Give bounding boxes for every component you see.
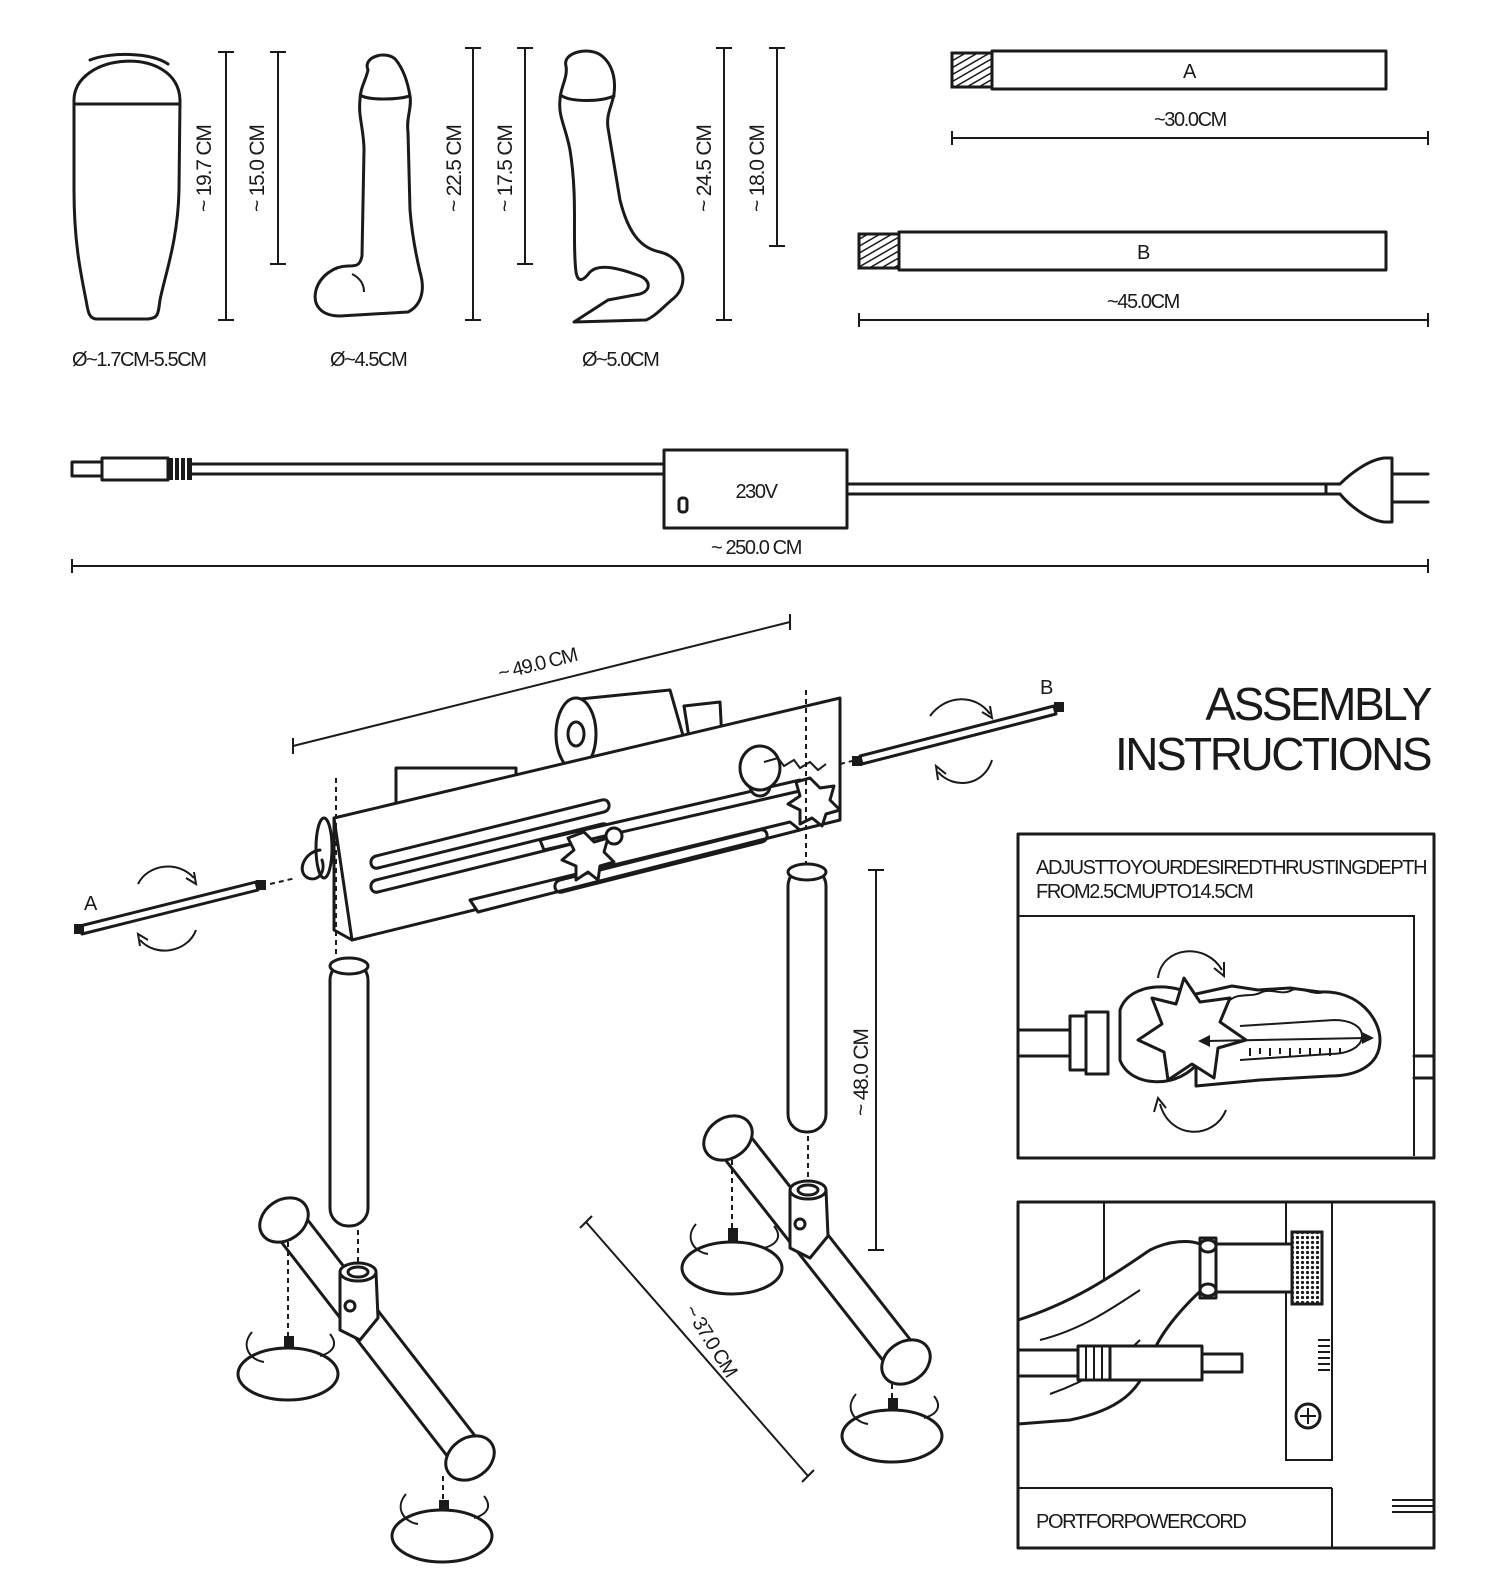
leg-height: ~ 48.0 CM — [850, 1029, 873, 1116]
rod-a-figure: A ~30.0CM — [950, 49, 1429, 145]
depth-scale-ticks — [1249, 1048, 1341, 1056]
port-vent-lines — [1318, 1339, 1330, 1371]
machine-width: ~ 49.0 CM — [496, 644, 580, 685]
rod-a-attach: A — [74, 865, 297, 952]
left-leg — [328, 956, 370, 1228]
rod-a-attach-label: A — [84, 893, 98, 915]
power-adapter-voltage: 230V — [735, 481, 778, 503]
power-cord-figure: 230V ~ 250.0 CM — [70, 448, 1430, 573]
right-leg — [786, 862, 828, 1134]
depth-adjust-panel: ADJUSTTOYOURDESIREDTHRUSTINGDEPTH FROM2.… — [1016, 832, 1436, 1160]
masturbator-figure — [72, 52, 182, 321]
rod-b-attach-label: B — [1040, 677, 1053, 699]
masturbator-diameter: Ø~1.7CM-5.5CM — [72, 349, 206, 371]
dildo-medium-insertable-height: ~ 17.5 CM — [494, 125, 517, 212]
depth-panel-line-2: FROM2.5CMUPTO14.5CM — [1036, 881, 1253, 903]
dildo-medium-total-height: ~ 22.5 CM — [443, 125, 466, 212]
knob-rear — [738, 744, 842, 828]
rod-b-length: ~45.0CM — [1107, 291, 1180, 313]
port-panel-caption: PORTFORPOWERCORD — [1036, 1511, 1246, 1533]
rod-b-figure: B ~45.0CM — [857, 230, 1429, 327]
masturbator-dimensions: ~ 19.7 CM ~ 15.0 CM Ø~1.7CM-5.5CM — [72, 51, 286, 371]
title-block: ASSEMBLY INSTRUCTIONS — [1115, 678, 1434, 780]
rod-a-length: ~30.0CM — [1154, 109, 1227, 131]
dildo-medium-figure — [313, 53, 424, 318]
rod-b-attach: B — [839, 677, 1064, 785]
rod-b-label: B — [1137, 242, 1150, 264]
left-base — [236, 1196, 496, 1564]
machine-figure: ~ 49.0 CM — [74, 614, 1064, 1564]
dildo-medium-diameter: Ø~4.5CM — [330, 349, 407, 371]
dildo-large-total-height: ~ 24.5 CM — [693, 125, 716, 212]
depth-panel-line-1: ADJUSTTOYOURDESIREDTHRUSTINGDEPTH — [1036, 857, 1426, 879]
masturbator-total-height: ~ 19.7 CM — [193, 125, 216, 212]
title-line-2: INSTRUCTIONS — [1115, 728, 1431, 780]
rod-a-label: A — [1183, 61, 1197, 83]
knob-front — [560, 826, 624, 882]
dildo-large-diameter: Ø~5.0CM — [582, 349, 659, 371]
port-corner-lines — [1392, 1499, 1434, 1513]
dildo-medium-dimensions: ~ 22.5 CM ~ 17.5 CM Ø~4.5CM — [330, 47, 533, 371]
right-base — [680, 1114, 944, 1464]
power-port-panel: PORTFORPOWERCORD — [1016, 1200, 1436, 1550]
title-line-1: ASSEMBLY — [1205, 678, 1431, 730]
power-cord-length: ~ 250.0 CM — [711, 537, 802, 559]
dildo-large-insertable-height: ~ 18.0 CM — [746, 125, 769, 212]
masturbator-insertable-height: ~ 15.0 CM — [246, 125, 269, 212]
dildo-large-figure — [558, 49, 685, 324]
dildo-large-dimensions: ~ 24.5 CM ~ 18.0 CM Ø~5.0CM — [582, 47, 785, 371]
